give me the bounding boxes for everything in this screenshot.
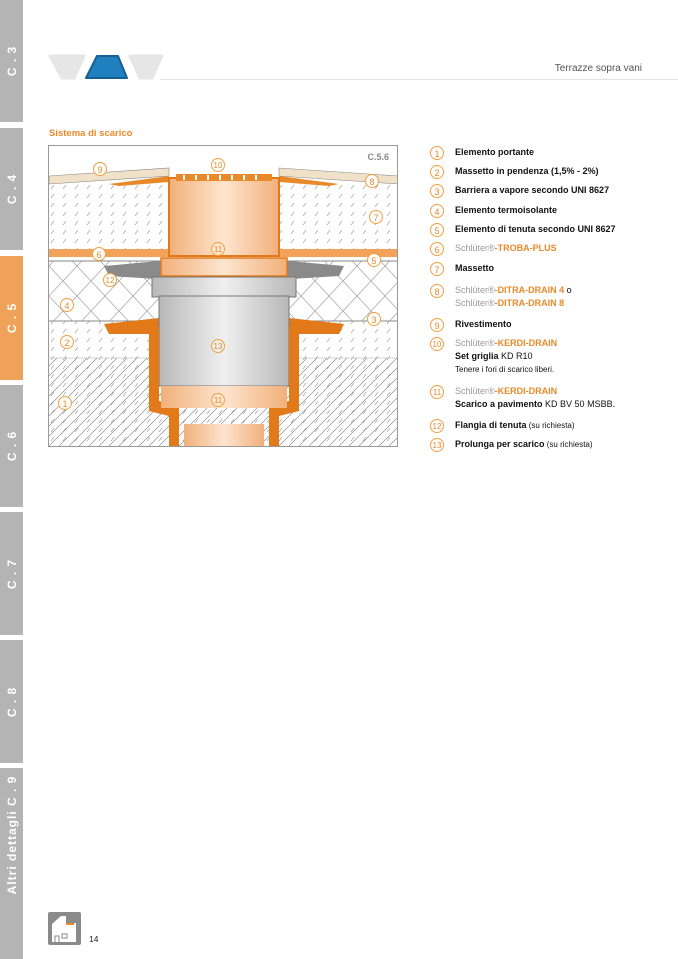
nav-trapezoid-icons: [48, 54, 164, 80]
diagram-callout-11-top: 11: [211, 242, 225, 256]
header-divider: [160, 79, 678, 80]
side-tab-c6[interactable]: C . 6: [0, 385, 23, 507]
diagram-callout-6: 6: [92, 247, 106, 261]
side-tab-c3[interactable]: C . 3: [0, 0, 23, 122]
home-icon: [52, 916, 76, 942]
home-button[interactable]: [48, 912, 81, 945]
header-title: Terrazze sopra vani: [554, 63, 642, 74]
diagram-callout-8: 8: [365, 174, 379, 188]
diagram-callout-9: 9: [93, 162, 107, 176]
nav-active-icon: [85, 55, 128, 79]
diagram-callout-11-bottom: 11: [211, 393, 225, 407]
side-tab-c7[interactable]: C . 7: [0, 512, 23, 635]
diagram-callout-12: 12: [103, 273, 117, 287]
diagram-callout-3: 3: [367, 312, 381, 326]
nav-left-icon: [48, 54, 86, 80]
nav-right-icon: [128, 54, 164, 80]
page-number: 14: [89, 934, 99, 944]
section-title: Sistema di scarico: [49, 128, 133, 139]
drain-section-diagram: C.5.6 9 10 8 7 11 6 5 12 4 3 2 13 11 1: [48, 145, 398, 447]
diagram-callout-10: 10: [211, 158, 225, 172]
diagram-callout-4: 4: [60, 298, 74, 312]
diagram-callout-1: 1: [58, 396, 72, 410]
diagram-callout-5: 5: [367, 253, 381, 267]
diagram-callout-2: 2: [60, 335, 74, 349]
side-tab-c5[interactable]: C . 5: [0, 256, 23, 380]
side-tab-c8[interactable]: C . 8: [0, 640, 23, 763]
diagram-callout-7: 7: [369, 210, 383, 224]
side-tab-c9[interactable]: Altri dettagli C . 9: [0, 768, 23, 959]
side-tab-c4[interactable]: C . 4: [0, 128, 23, 250]
diagram-code: C.5.6: [367, 152, 389, 162]
diagram-callout-13: 13: [211, 339, 225, 353]
